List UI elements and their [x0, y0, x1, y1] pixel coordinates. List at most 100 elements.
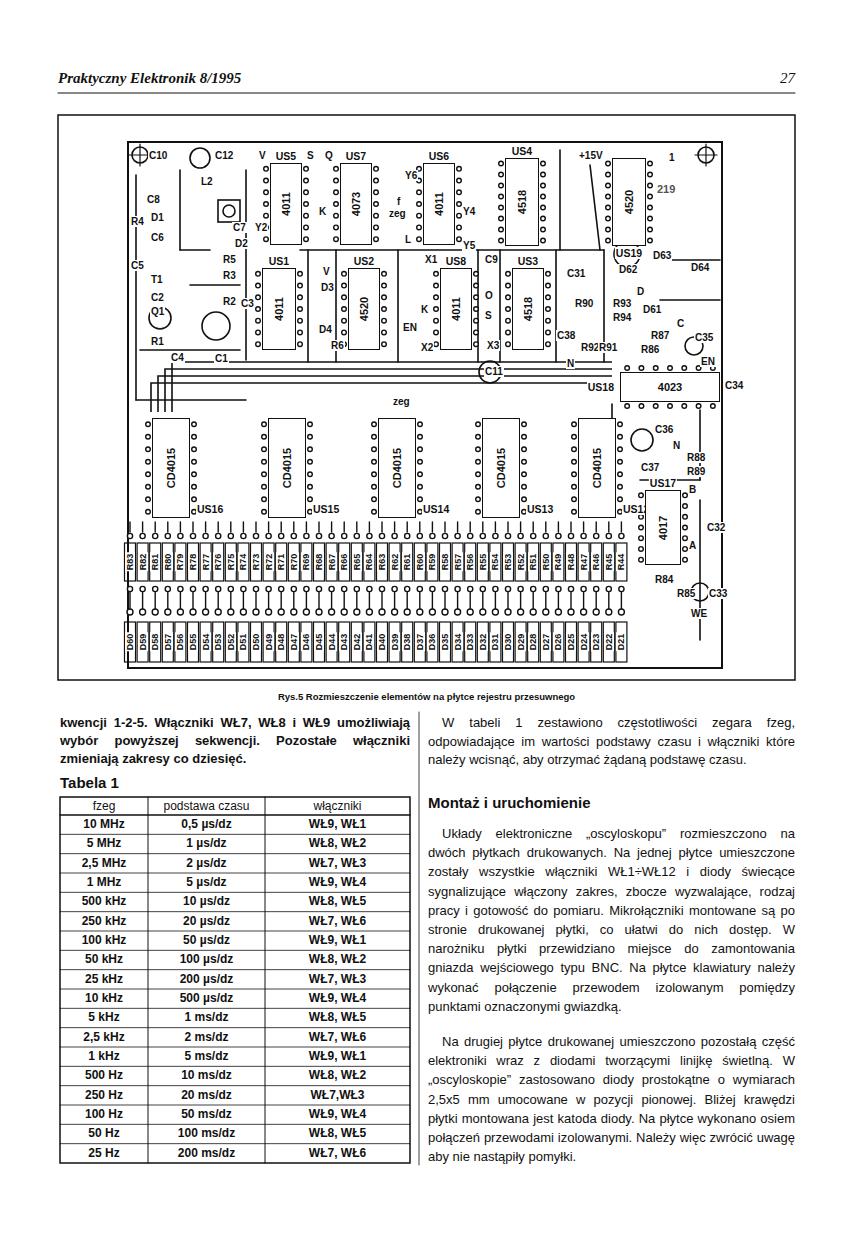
component-label: R84 [654, 574, 674, 585]
ic-type: 4518 [516, 190, 528, 214]
resistor-outline [263, 543, 274, 581]
solder-pad [379, 609, 385, 615]
resistor-label: R44 [616, 553, 626, 572]
diode-outline [528, 622, 539, 662]
table-cell: WŁ9, WŁ4 [265, 873, 410, 892]
resistor-outline [490, 543, 501, 581]
pcb-trace [608, 592, 609, 609]
pcb-trace [129, 522, 130, 532]
table-cell: 25 Hz [60, 1144, 148, 1163]
resistor-outline [578, 543, 589, 581]
solder-pad [499, 161, 504, 166]
resistor-label: R64 [364, 553, 374, 572]
component-label: R94 [612, 312, 632, 323]
resistor-outline [440, 543, 451, 581]
diode-label: D53 [213, 633, 223, 652]
solder-pad [492, 609, 498, 615]
solder-pad [682, 366, 687, 371]
solder-pad [334, 213, 339, 218]
ic-package: US24520 [348, 268, 380, 350]
ic-package: US194520 [612, 158, 646, 246]
table-cell: 100 kHz [60, 931, 148, 950]
solder-pad [262, 484, 267, 489]
solder-pad [430, 586, 435, 591]
table-rule [60, 1027, 410, 1028]
resistor-label: R47 [579, 553, 589, 572]
diode-outline [427, 622, 438, 662]
solder-pad [606, 161, 611, 166]
solder-pad [572, 434, 577, 439]
solder-pad [683, 536, 688, 541]
solder-pad [190, 533, 195, 538]
table-cell: 25 kHz [60, 970, 148, 989]
solder-pad [146, 497, 151, 502]
resistor-label: R70 [289, 553, 299, 572]
pcb-trace [281, 592, 282, 609]
diode-label: D28 [528, 633, 538, 652]
solder-pad [379, 586, 384, 591]
solder-pad [256, 272, 261, 277]
solder-pad [572, 497, 577, 502]
resistor-outline [477, 543, 488, 581]
capacitor-outline [190, 148, 210, 168]
solder-pad [506, 272, 511, 277]
pcb-trace [419, 522, 420, 532]
pcb-trace [621, 522, 622, 532]
component-label: C11 [484, 366, 504, 377]
solder-pad [543, 609, 549, 615]
table-rule [60, 1008, 410, 1009]
component-label: R3 [222, 270, 237, 281]
component-label: R5 [222, 254, 237, 265]
diode-outline [566, 622, 577, 662]
table-cell: 5 µs/dz [148, 873, 265, 892]
component-label: D63 [652, 250, 672, 261]
body-text: Układy elektroniczne „oscyloskopu” rozmi… [428, 824, 795, 1016]
ic-package: US44518 [505, 158, 539, 246]
solder-pad [480, 609, 486, 615]
pcb-trace [699, 500, 701, 640]
component-label: N [672, 440, 681, 451]
table-header: włączniki [265, 797, 410, 815]
resistor-outline [503, 543, 514, 581]
pcb-trace [381, 522, 382, 532]
solder-pad [648, 161, 653, 166]
solder-pad [146, 459, 151, 464]
transistor-outline [149, 307, 171, 329]
solder-pad [418, 459, 423, 464]
pcb-trace [555, 250, 557, 362]
solder-pad [618, 422, 623, 427]
pcb-trace [180, 249, 210, 251]
ic-package: US34518 [512, 268, 544, 350]
component-label: A [688, 540, 697, 551]
diode-outline [162, 622, 173, 662]
resistor-label: R50 [541, 553, 551, 572]
solder-pad [152, 609, 158, 615]
ic-package: US64011 [423, 163, 455, 245]
solder-pad [541, 238, 546, 243]
solder-pad [262, 459, 267, 464]
page-number: 27 [760, 70, 795, 87]
solder-pad [606, 183, 611, 188]
solder-pad [518, 533, 523, 538]
diode-outline [364, 622, 375, 662]
component-label: D62 [618, 264, 638, 275]
pcb-trace [590, 165, 600, 250]
resistor-label: R75 [226, 553, 236, 572]
component-label: C34 [724, 380, 744, 391]
resistor-outline [402, 543, 413, 581]
solder-pad [606, 172, 611, 177]
solder-pad [298, 330, 303, 335]
solder-pad [304, 237, 309, 242]
solder-pad [668, 366, 673, 371]
solder-pad [457, 167, 462, 172]
component-label: +15V [578, 150, 604, 161]
table-rule [148, 797, 149, 1163]
diode-label: D44 [327, 633, 337, 652]
solder-pad [506, 330, 511, 335]
solder-pad [417, 202, 422, 207]
solder-pad [683, 547, 688, 552]
solder-pad [342, 586, 347, 591]
diode-outline [351, 622, 362, 662]
diode-outline [238, 622, 249, 662]
component-label: X3 [486, 340, 500, 351]
